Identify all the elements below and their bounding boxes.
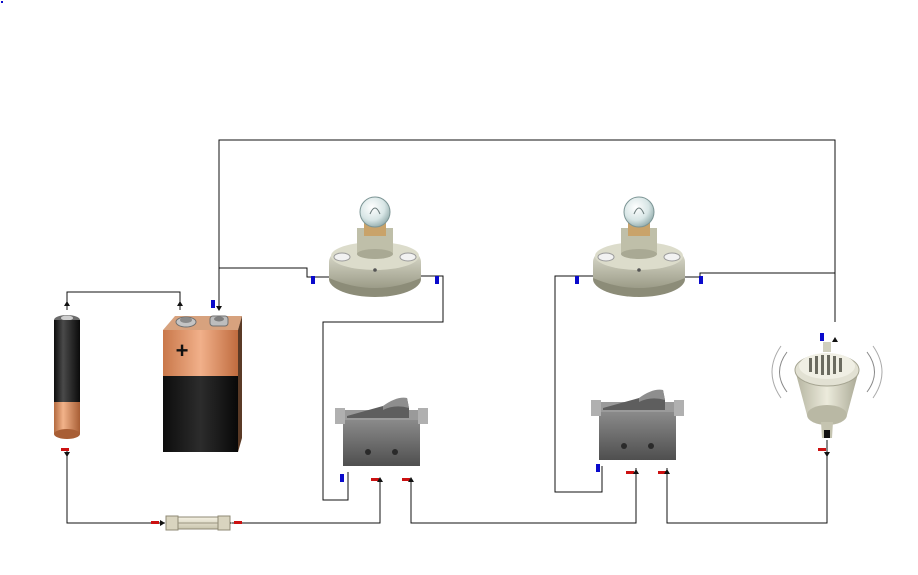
wire-aa-to-fuse (66, 450, 165, 524)
wires (66, 139, 836, 524)
arrow-buzzer-top (832, 337, 838, 342)
arrow-9v-top (177, 301, 183, 306)
switch-2-icon[interactable] (591, 389, 684, 460)
arrow-switch1-right (408, 477, 414, 482)
wire-fuse-to-switch1 (232, 480, 381, 524)
wire-battery-to-lamp1 (219, 267, 330, 278)
arrow-aa-top (64, 301, 70, 306)
arrow-aa-bottom (64, 452, 70, 457)
terminal-buzzer-top (820, 333, 824, 341)
terminal-aa-bottom (61, 448, 69, 451)
terminal-switch1-mid (371, 478, 379, 481)
wire-top-loop (218, 139, 836, 322)
buzzer-icon[interactable] (771, 342, 883, 438)
wire-switch1-to-switch2 (410, 468, 637, 524)
terminal-switch1-right (402, 478, 410, 481)
arrow-fuse-left (160, 520, 165, 526)
arrow-9v-neg (216, 306, 222, 311)
terminal-lamp1-right (435, 276, 439, 284)
9v-battery-icon[interactable]: + (163, 315, 242, 452)
terminal-buzzer-bottom (818, 448, 826, 451)
aa-battery-icon[interactable] (54, 315, 80, 439)
arrow-buzzer-bottom (824, 452, 830, 457)
terminal-lamp1-left (311, 276, 315, 284)
fuse-icon[interactable] (165, 515, 231, 531)
wire-aa-to-9v (66, 291, 181, 310)
9v-plus-symbol: + (176, 338, 189, 363)
arrow-switch2-right (664, 469, 670, 474)
lamp-2-icon[interactable] (593, 196, 685, 297)
lamp-1-icon[interactable] (329, 196, 421, 297)
wire-switch2-to-buzzer (666, 440, 828, 524)
corner-marker (1, 1, 3, 3)
terminal-switch1-left (340, 474, 344, 482)
switch-1-icon[interactable] (335, 397, 428, 466)
wire-lamp2-to-buzzer (680, 272, 835, 278)
terminal-switch2-mid (626, 471, 634, 474)
wire-lamp2-to-switch2 (554, 275, 603, 493)
terminal-lamp2-right (699, 276, 703, 284)
terminal-9v-neg (211, 300, 215, 308)
terminal-switch2-left (596, 464, 600, 472)
arrow-switch1-mid (377, 477, 383, 482)
wire-lamp1-to-switch1 (322, 275, 444, 501)
terminal-switch2-right (658, 471, 666, 474)
terminal-fuse-right (234, 521, 242, 524)
arrow-switch2-mid (633, 469, 639, 474)
terminal-fuse-left (151, 521, 159, 524)
terminal-lamp2-left (575, 276, 579, 284)
terminals (61, 276, 838, 526)
